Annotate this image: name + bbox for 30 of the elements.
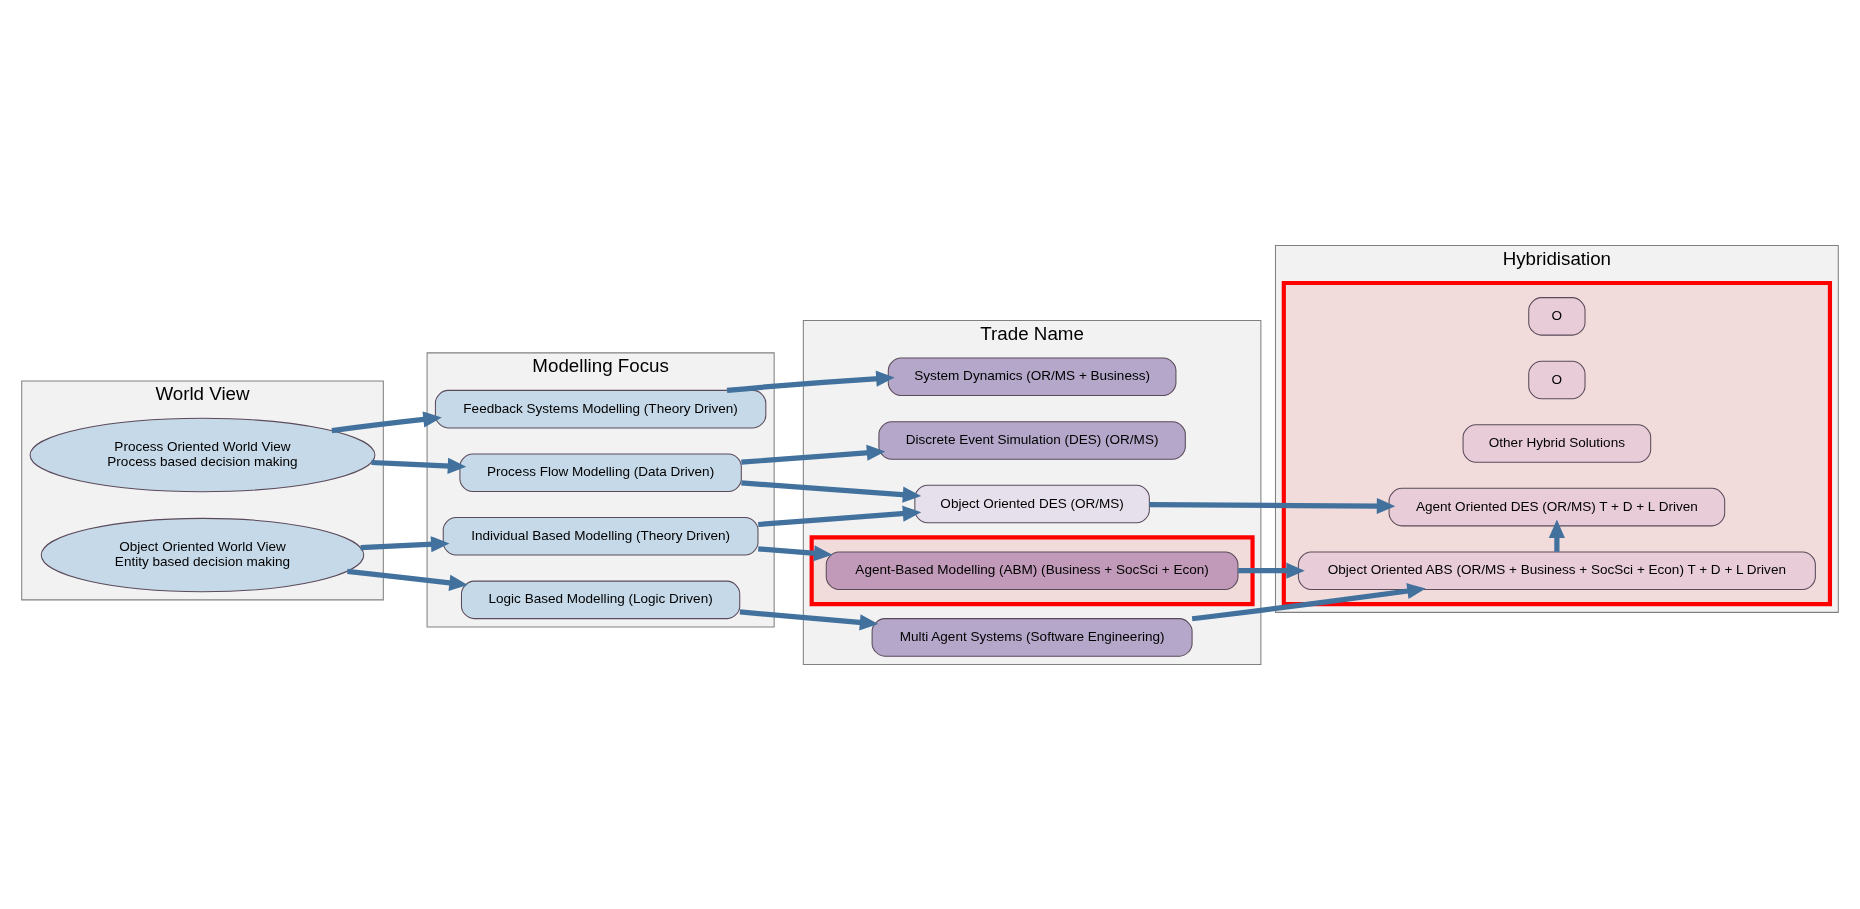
node-box: Other Hybrid Solutions — [1462, 423, 1652, 463]
node-box: Object Oriented ABS (OR/MS + Business + SocSci + Econ) T + D + L Driven — [1297, 550, 1816, 590]
arrow — [347, 568, 468, 591]
node-ellipse: Object Oriented World View Entity based decision making — [40, 517, 365, 592]
cluster — [809, 534, 1255, 606]
node-box: Discrete Event Simulation (DES) (OR/MS) — [878, 420, 1186, 460]
arrow — [739, 608, 879, 630]
node-box: System Dynamics (OR/MS + Business) — [887, 357, 1177, 396]
arrow — [726, 370, 895, 393]
arrow — [741, 479, 922, 503]
node-box: Object Oriented DES (OR/MS) — [914, 484, 1150, 523]
node-box: O — [1528, 296, 1586, 336]
arrow — [1191, 582, 1426, 621]
node-box: Logic Based Modelling (Logic Driven) — [460, 580, 741, 619]
node-box: Feedback Systems Modelling (Theory Driven) — [434, 389, 767, 428]
arrow — [757, 544, 833, 561]
node-ellipse: Process Oriented World View Process based decision making — [29, 417, 376, 492]
arrow — [1238, 562, 1305, 579]
arrow — [371, 457, 467, 474]
node-box: O — [1528, 360, 1586, 399]
arrow — [758, 505, 922, 527]
arrow — [360, 535, 450, 552]
node-box: Process Flow Modelling (Data Driven) — [459, 452, 742, 492]
node-box: Agent-Based Modelling (ABM) (Business + SocSci + Econ) — [825, 550, 1239, 590]
arrow — [331, 410, 442, 433]
node-box: Agent Oriented DES (OR/MS) T + D + L Driven — [1388, 487, 1726, 526]
node-box: Multi Agent Systems (Software Engineering) — [871, 617, 1193, 657]
arrow — [1149, 497, 1396, 514]
arrow — [741, 444, 886, 465]
node-box: Individual Based Modelling (Theory Driven) — [442, 516, 759, 556]
